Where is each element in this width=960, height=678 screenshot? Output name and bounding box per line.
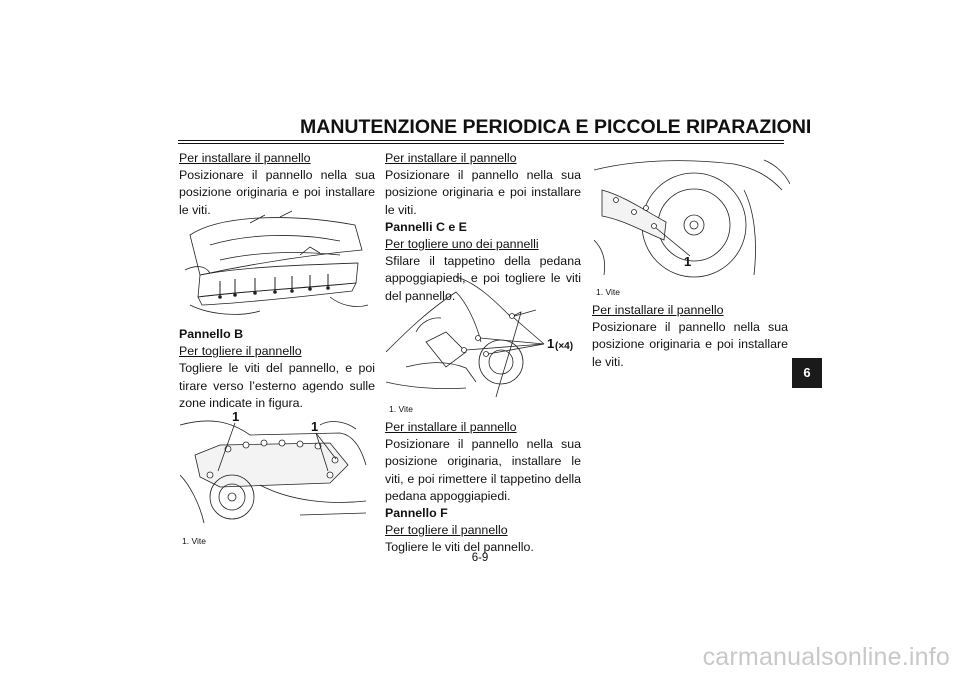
figure-caption: 1. Vite: [389, 404, 413, 414]
subheading-remove-panel: Per togliere il pannello: [385, 523, 508, 538]
figure-panel-b: 1 1: [180, 409, 367, 524]
page-title: MANUTENZIONE PERIODICA E PICCOLE RIPARAZ…: [300, 116, 812, 138]
subheading-remove-panel: Per togliere il pannello: [179, 344, 302, 359]
paragraph-remove: Togliere le viti del pannello.: [385, 540, 534, 555]
figure-panels-c-e: 1 (×4): [386, 276, 573, 398]
figure-label: 1: [684, 254, 691, 269]
paragraph-install: Posizionare il pannello nella sua posizi…: [179, 168, 375, 217]
paragraph-install-reposition: Posizionare il pannello nella sua posizi…: [385, 437, 581, 503]
page-number: 6-9: [471, 552, 489, 564]
chapter-tab: 6: [792, 358, 822, 388]
subheading-install-panel: Per installare il pannello: [385, 151, 517, 165]
subheading-remove-panels: Per togliere uno dei pannelli: [385, 237, 539, 252]
title-rule: [178, 140, 784, 144]
subheading-install-panel: Per installare il pannello: [179, 151, 311, 165]
column-1: Per installare il pannello Posizionare i…: [179, 150, 375, 219]
section-heading-panels-c-e: Pannelli C e E: [385, 219, 467, 234]
paragraph-remove: Sfilare il tappetino della pedana appogg…: [385, 254, 581, 303]
figure-panel-f: 1: [594, 159, 790, 278]
figure-panel-a: [184, 210, 369, 315]
paragraph-remove: Togliere le viti del pannello, e poi tir…: [179, 361, 375, 410]
figure-label: 1: [232, 409, 239, 424]
column-2-lower: Per installare il pannello Posizionare i…: [385, 419, 581, 557]
subheading-install-panel: Per installare il pannello: [385, 420, 517, 434]
subheading-install-panel: Per installare il pannello: [592, 303, 724, 317]
figure-label: 1: [547, 336, 554, 351]
figure-label: 1: [311, 419, 318, 434]
section-heading-panel-f: Pannello F: [385, 506, 448, 521]
watermark: carmanualsonline.info: [702, 643, 950, 671]
paragraph-install: Posizionare il pannello nella sua posizi…: [592, 320, 788, 369]
column-1-lower: Pannello B Per togliere il pannello Togl…: [179, 326, 375, 412]
figure-caption: 1. Vite: [182, 536, 206, 546]
column-2: Per installare il pannello Posizionare i…: [385, 150, 581, 305]
column-3: Per installare il pannello Posizionare i…: [592, 302, 788, 371]
paragraph-install: Posizionare il pannello nella sua posizi…: [385, 168, 581, 217]
figure-label-count: (×4): [555, 341, 573, 352]
section-heading-panel-b: Pannello B: [179, 327, 244, 341]
figure-caption: 1. Vite: [596, 287, 620, 297]
